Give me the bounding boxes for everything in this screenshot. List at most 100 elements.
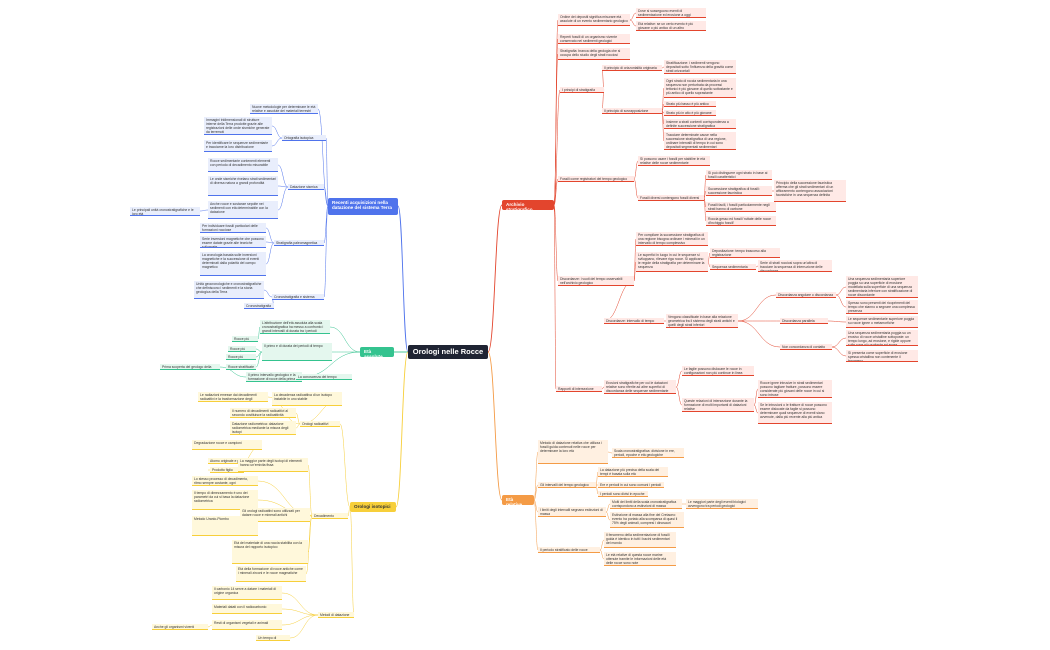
node-resti-organismi[interactable]: Resti di organismi vegetali e animali [212,620,282,630]
node-molti-limiti[interactable]: Molti dei limiti della scala cronostrati… [610,499,682,509]
node-fossili-registratori[interactable]: Fossili come registratori del tempo geol… [558,176,634,182]
node-cronologia-inversioni[interactable]: La cronologia basata sulle inversioni ma… [200,252,266,276]
branch-recenti-acquisizioni[interactable]: Recenti acquisizioni nella datazione del… [328,198,398,215]
node-ricoprimenti[interactable]: Spesso sono presenti dei ricoprimenti de… [846,300,918,314]
node-stratigrafia-def[interactable]: Stratigrafia: branca della geologia che … [558,48,630,60]
node-rocce-sedimentarie[interactable]: Rocce sedimentarie contenenti elementi c… [208,158,278,172]
node-stratigrafia-paleomagnetica[interactable]: Stratigrafia paleomagnetica [274,240,324,246]
node-discordanza-parallela[interactable]: Discordanza parallela [780,318,828,324]
node-ogni-strato[interactable]: Ogni strato di roccia sedimentaria in un… [664,78,736,98]
node-decadimento-radioattivo[interactable]: Decadimento radioattivo [312,513,348,519]
node-degradazione[interactable]: Degradazione rocce e campioni [192,440,262,450]
node-sequenza-sedimentaria[interactable]: Sequenza sedimentaria [710,264,756,270]
node-estinzione-cretaceo[interactable]: Estinzione di massa alla fine del Cretac… [610,512,684,528]
node-radiazioni[interactable]: Le radiazioni emesse dai decadimenti rad… [198,392,268,402]
node-eventi-biologici[interactable]: Le maggiori parte degli eventi biologici… [686,499,758,509]
node-fossili-diversi[interactable]: Fossili diversi contengono fossili diver… [638,195,704,201]
node-immagini-tridimensionali[interactable]: Immagini tridimensionali di strutture in… [204,117,272,135]
node-relazioni-intersezione[interactable]: Queste relazioni di intersezione durante… [682,398,754,412]
node-sequenza-superiore[interactable]: Una sequenza sedimentaria superiore pogg… [846,276,918,298]
node-principio-successione[interactable]: Principio della successione faunistica a… [774,180,846,202]
node-datazione-precisa[interactable]: La datazione più precisa della scala dei… [598,467,668,477]
node-ordine-depositi[interactable]: Ordine dei depositi significa misurare e… [558,14,630,26]
node-distinguere-strato[interactable]: Si può distinguere ogni strato in base a… [706,170,772,180]
node-nuove-metodologie[interactable]: Nuove metodologie per determinare le età… [250,104,318,114]
node-intervalli-tempo[interactable]: Gli intervalli del tempo geologico [538,482,596,488]
node-sovrapposizione[interactable]: Il principio di sovrapposizione [602,108,662,114]
node-cronostratigrafia-sistema[interactable]: Cronostratigrafia e sistema Terra [272,294,324,300]
root-topic[interactable]: Orologi nelle Rocce [408,345,488,359]
node-classificate-relazione[interactable]: Vengono classificate in base alla relazi… [666,314,738,328]
node-tempo-dimezzamento[interactable]: Il tempo di dimezzamento è uno dei param… [192,490,258,510]
node-datazione-sismica[interactable]: Datazione sismica [288,184,324,190]
node-primo-intervallo[interactable]: Il primo intervallo geologico e la forma… [246,372,302,382]
node-fossili-facili[interactable]: Fossili facili, i fossili particolarment… [706,202,776,212]
node-successione-stratigrafica[interactable]: Successione stratigrafica di fossili: su… [706,186,772,196]
node-principi-stratigrafia[interactable]: I principi di stratigrafia [560,87,604,93]
node-periodi-epoche[interactable]: I periodi sono divisi in epoche [598,491,648,497]
node-attribuzione-eta[interactable]: L'attribuzione dell'età assoluta alla sc… [260,320,330,334]
node-superficie-erosione[interactable]: Si presenta come superficie di erosione … [846,350,918,362]
node-unita-geocronologiche[interactable]: Unità geocronologiche e cronostratigrafi… [194,281,264,299]
branch-eta-assolute[interactable]: Età assolute [360,347,394,357]
node-rocce-giovani[interactable]: Rocce più giovani [228,346,256,352]
node-tracciare-cause[interactable]: Tracciare determinate cause nella succes… [664,132,736,150]
node-superfici-luogo[interactable]: Le superfici in luogo in cui le sequenze… [636,252,708,272]
node-strato-basso[interactable]: Strato più basso è più antico [664,101,716,107]
node-serie-strati[interactable]: Serie di strati rocciosi sopra un'altra … [758,260,832,272]
node-conoscenza-tempo[interactable]: La conoscenza del tempo geologico [296,374,352,380]
node-ere-periodi[interactable]: Ere e periodi in cui sono comuni i perio… [598,482,664,488]
node-erosioni-stratigrafiche[interactable]: Erosioni stratigrafiche per cui le dataz… [604,380,676,394]
branch-orologi-isotopici[interactable]: Orologi isotopici [350,502,396,512]
node-principali-unita[interactable]: Le principali unità cronostratigrafiche … [130,207,200,216]
node-decadenza-radioattiva[interactable]: La decadenza radioattiva di un isotopo i… [272,392,342,406]
node-fossili-formazioni[interactable]: Per individuare fossili particolari dell… [200,223,266,233]
node-eta-materiale[interactable]: Età del materiale di una roccia stabilit… [232,540,308,564]
node-rocce-antiche-1[interactable]: Rocce più antiche [232,336,258,342]
node-rapporti-intersezione[interactable]: Rapporti di intersezione [556,386,602,392]
node-usare-fossili[interactable]: Si possono usare i fossili per stabilire… [638,156,710,166]
node-prima-scoperta[interactable]: Prima scoperta del geologo della Terra p… [160,364,220,370]
node-un-tempo-dimezzamento[interactable]: Un tempo di dimezzamento [256,635,290,641]
node-rocce-ignee-intrusive[interactable]: Rocce ignee intrusive in strati sediment… [758,380,832,398]
node-discordanza-angolare[interactable]: Discordanza angolare o discordanza [776,292,836,298]
node-faglie-dislocare[interactable]: Le faglie possono dislocare le rocce in … [682,366,754,376]
node-metodo-uranio[interactable]: Metodo Uranio-Piombo [192,516,258,536]
node-intrusioni-fratture[interactable]: Se le intrusioni o le fratture di rocce … [758,402,832,424]
node-reperti-fossili[interactable]: Reperti fossili di un organismo vivente … [558,34,630,44]
node-depositazione[interactable]: Depositazione: tempo trascorso alla regi… [710,248,780,258]
node-materiali-radiocarbonio[interactable]: Materiali datati con il radiocarbonio [212,604,282,614]
node-scala-cronostratigrafica[interactable]: Scala cronostratigrafica: divisione in e… [612,448,684,458]
node-atomo-originale[interactable]: Atomo originale e prodotto finale [208,458,264,464]
node-susseguono-eventi[interactable]: Dove si susseguono eventi di sedimentazi… [636,8,706,18]
node-fenomeno-sedimentazione[interactable]: Il fenomeno della sedimentazione di foss… [604,532,676,548]
node-erosivo-rocce[interactable]: Una sequenza sedimentaria poggia su un e… [846,330,918,346]
node-roccia-gesso[interactable]: Roccia gesso ed fossili 'ruttate delle r… [706,216,776,226]
branch-archivio-stratigrafico[interactable]: Archivio stratigrafico [502,200,554,210]
node-inversioni-magnetiche[interactable]: Serie inversioni magnetiche che possono … [200,236,266,248]
node-sequenze-sedimentarie[interactable]: Per identificare le sequenze sedimentari… [204,140,272,152]
node-onde-sismiche[interactable]: Le onde sismiche rivelano strati sedimen… [208,176,278,196]
node-maggior-parte-isotopi[interactable]: La maggior parte degli isotopi di elemen… [238,458,308,472]
node-carbonio-14[interactable]: Il carbonio 14 serve a datare i material… [212,586,282,600]
node-prodotto-figlio[interactable]: Prodotto figlio [210,467,244,473]
node-orologi-radioattivi[interactable]: Orologi radioattivi [300,421,340,427]
node-primo-durata[interactable]: Il primo e di durata dei periodi di temp… [262,343,332,361]
node-periodo-rocce-marine[interactable]: Il periodo stratificato delle rocce mari… [538,547,600,553]
node-orizzontalita[interactable]: Il principio di orizzontalità originaria [602,65,662,71]
node-discordanze-vuoti[interactable]: Discordanze: i vuoti del tempo osservabi… [558,276,634,286]
node-sequenze-rocce-ignee[interactable]: Le sequenze sedimentarie superiore poggi… [846,316,918,328]
node-non-concordanza[interactable]: Non concordanza di contatto [780,344,832,350]
node-metodi-datazione[interactable]: Metodi di datazione radiometrica [318,612,354,618]
node-eta-formazione[interactable]: Età della formazione di rocce antiche co… [236,566,306,582]
node-ortografia-isotopica[interactable]: Ortografia isotopica [282,135,326,141]
node-strato-alto[interactable]: Strato più in alto è più giovane [664,110,716,116]
node-rocce-sepolte[interactable]: Anche rocce e sostanze sepolte nei sedim… [208,201,278,219]
node-discordanze-intervallo[interactable]: Discordanze: intervallo di tempo [604,318,664,324]
node-processo-decadimento[interactable]: Lo stesso processo di decadimento, ritmo… [192,476,258,486]
node-eta-rocce-marine[interactable]: Le età relative di questa rocce marine o… [604,552,676,566]
node-stratificazione[interactable]: Stratificazione: i sedimenti vengono dep… [664,60,736,74]
node-numero-decadimenti[interactable]: Il numero di decadimenti radioattivi al … [230,408,296,418]
node-limiti-intervalli[interactable]: I limiti degli intervalli segnano estinz… [538,507,606,517]
node-compilare-successione[interactable]: Per compilare la successione stratigrafi… [636,232,708,246]
